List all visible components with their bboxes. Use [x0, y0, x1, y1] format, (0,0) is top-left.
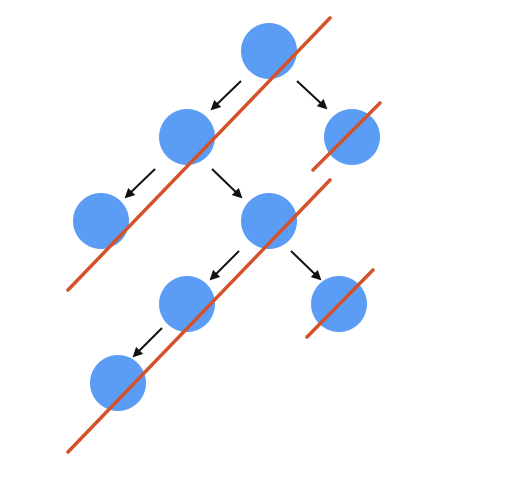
edge-lr-to-right	[290, 250, 322, 281]
node-left-left	[73, 193, 129, 249]
slashes	[66, 16, 382, 454]
slash-short-upper	[311, 101, 382, 172]
slash-long-lower	[66, 178, 332, 454]
node-left-child	[159, 109, 215, 165]
edge-left-to-right	[211, 168, 243, 199]
slash-short-lower	[305, 268, 375, 339]
edges	[124, 80, 328, 358]
node-lrl-left	[90, 355, 146, 411]
nodes	[73, 23, 380, 411]
edge-root-to-right	[296, 80, 328, 110]
edge-lrl-to-left	[132, 327, 163, 358]
edge-lr-to-left	[209, 250, 240, 281]
edge-root-to-left	[210, 80, 242, 111]
edge-left-to-left	[124, 168, 156, 199]
slash-long-upper	[66, 16, 332, 292]
node-root	[241, 23, 297, 79]
node-left-right	[241, 193, 297, 249]
node-right-child	[324, 109, 380, 165]
node-lr-left	[159, 276, 215, 332]
